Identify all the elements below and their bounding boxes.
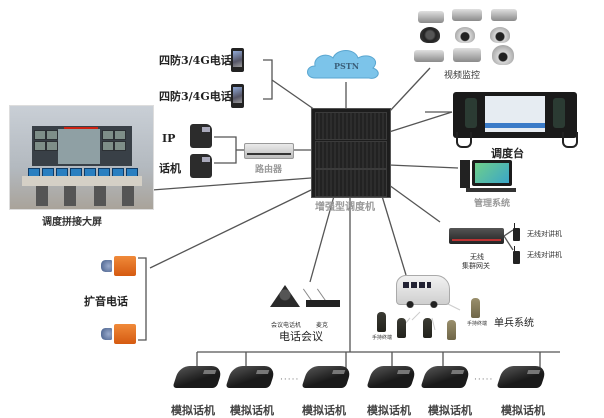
video-wall-label: 调度拼接大屏 <box>42 217 102 228</box>
link-soldier-to-server <box>381 195 407 276</box>
analog-phone-icon <box>420 366 472 388</box>
link-video-to-server <box>388 67 431 113</box>
mobile-phone-icon <box>231 48 244 72</box>
ip-phone-label-2: 话机 <box>159 162 181 175</box>
ip-phone-label-1: IP <box>162 132 176 145</box>
link-mobile-to-server <box>271 79 319 113</box>
broadcast-phone-icon <box>114 324 136 344</box>
radio-wave-lines <box>399 299 461 331</box>
soldier-icon <box>377 312 386 332</box>
analog-phone-icon <box>366 366 418 388</box>
link-broadcast-to-server <box>149 189 312 269</box>
analog-phone-label: 模拟话机 <box>367 404 411 417</box>
microphone-base-icon <box>306 300 340 307</box>
soldier-icon <box>423 318 432 338</box>
analog-phone-icon <box>225 366 277 388</box>
analog-phone-label: 模拟话机 <box>230 404 274 417</box>
gateway-label-1: 无线 <box>470 253 484 261</box>
dispatch-console-icon <box>453 92 577 138</box>
management-system-label: 管理系统 <box>474 199 511 209</box>
loudspeaker-icon <box>101 328 112 340</box>
soldier-icon <box>397 318 406 338</box>
analog-phone-label: 模拟话机 <box>171 404 215 417</box>
link-wireless-to-server <box>388 184 441 223</box>
video-wall-image <box>9 105 154 210</box>
camera-icon <box>453 48 481 62</box>
loudspeaker-icon <box>101 260 112 272</box>
link-ipphone-bracket <box>214 136 237 164</box>
analog-phone-icon <box>496 366 548 388</box>
analog-phone-label: 模拟话机 <box>428 404 472 417</box>
pc-tower-icon <box>460 160 470 188</box>
soldier-icon <box>447 320 456 340</box>
link-wall-to-server <box>151 177 312 191</box>
camera-icon <box>491 9 517 21</box>
mobile-phone-label-2: 四防3/4G电话 <box>159 90 232 103</box>
video-surveillance-label: 视频监控 <box>444 71 481 81</box>
broadcast-phone-label: 扩音电话 <box>84 295 128 308</box>
radio-label-2: 无线对讲机 <box>527 251 562 259</box>
pc-monitor-icon <box>472 160 512 186</box>
broadcast-phone-icon <box>114 256 136 276</box>
dispatch-console-label: 调度台 <box>491 147 524 160</box>
wireless-gateway-icon <box>449 228 504 244</box>
mobile-phone-icon <box>231 84 244 108</box>
pstn-label: PSTN <box>334 61 360 71</box>
mobile-phone-label-1: 四防3/4G电话 <box>159 54 232 67</box>
pstn-cloud-icon <box>307 50 379 79</box>
dome-camera-icon <box>490 27 510 43</box>
analog-phone-icon <box>172 366 224 388</box>
ip-phone-icon <box>190 154 212 178</box>
dispatch-server-label: 增强型调度机 <box>315 202 375 213</box>
ellipsis: ····· <box>474 375 494 385</box>
microphone-label: 麦克 <box>316 322 329 329</box>
link-radio-bracket <box>503 229 514 251</box>
command-vehicle-icon <box>396 275 450 308</box>
link-console-to-server <box>388 111 453 133</box>
analog-phone-label: 模拟话机 <box>501 404 545 417</box>
walkie-talkie-icon <box>513 223 520 241</box>
router-icon <box>244 143 294 159</box>
dome-camera-icon <box>420 27 440 43</box>
radio-label-1: 无线对讲机 <box>527 230 562 238</box>
ptz-camera-icon <box>492 45 514 65</box>
camera-icon <box>418 11 444 23</box>
handset-cord-icon <box>456 132 472 148</box>
camera-icon <box>414 50 444 62</box>
link-pc-to-server <box>388 164 459 169</box>
link-broadcast-bracket <box>138 257 147 341</box>
analog-phone-icon <box>301 366 353 388</box>
ip-phone-icon <box>190 124 212 148</box>
conference-label: 电话会议 <box>279 330 323 343</box>
dome-camera-icon <box>455 27 475 43</box>
walkie-talkie-icon <box>513 246 520 264</box>
handset-cord-icon <box>562 132 578 148</box>
keyboard-icon <box>466 188 516 192</box>
camera-icon <box>452 9 482 21</box>
dispatch-server-icon <box>311 108 391 198</box>
router-label: 路由器 <box>255 165 283 175</box>
soldier-system-label: 单兵系统 <box>494 318 534 329</box>
conference-phone-label: 会议电话机 <box>271 322 302 329</box>
gateway-label-2: 集群网关 <box>462 262 490 270</box>
analog-phone-label: 模拟话机 <box>302 404 346 417</box>
link-conference-to-server <box>309 195 335 283</box>
soldier-icon <box>471 298 480 318</box>
ellipsis: ····· <box>280 375 300 385</box>
handheld-label-b: 手持终端 <box>467 321 488 327</box>
link-mobile-bracket <box>263 59 273 100</box>
handheld-label-a: 手持终端 <box>372 335 393 341</box>
